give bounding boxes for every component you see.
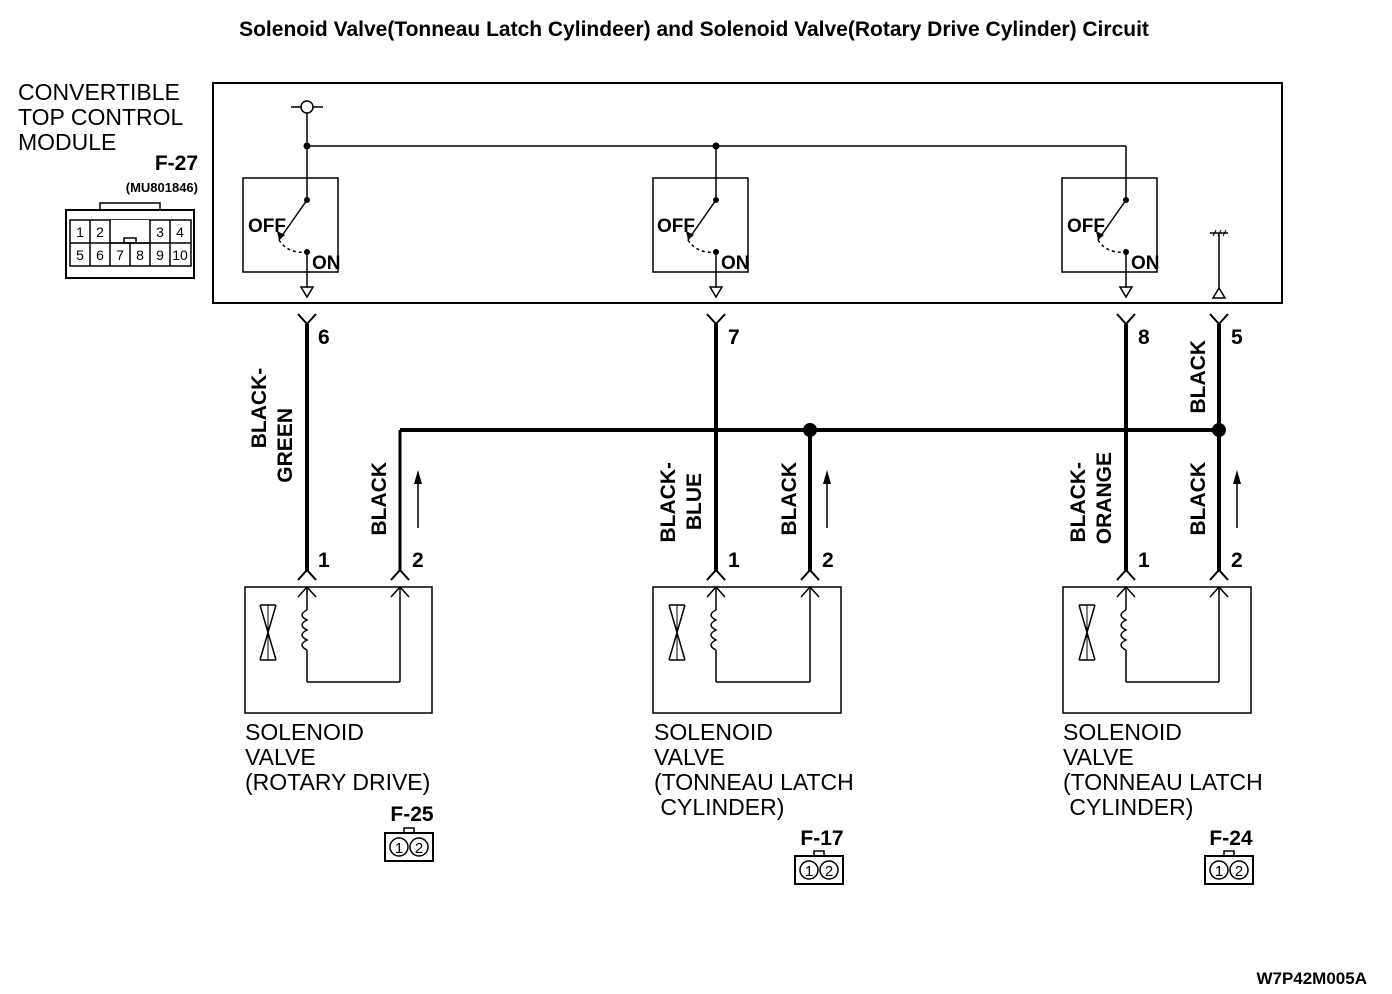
wire-label-black-1: BLACK xyxy=(368,462,391,536)
switch-1-on-label: ON xyxy=(312,253,341,274)
valve-2-pin-1: 1 xyxy=(728,549,740,572)
valve-3-label-line-2: VALVE xyxy=(1063,744,1134,770)
wire-label-black-ground: BLACK xyxy=(1187,340,1210,414)
wire-label-black-green-1: BLACK- xyxy=(248,368,271,448)
splice-point xyxy=(803,423,817,437)
module-part-number: (MU801846) xyxy=(126,180,198,195)
valve-3-label-line-3: (TONNEAU LATCH xyxy=(1063,769,1263,795)
wire-label-black-orange-2: ORANGE xyxy=(1093,452,1116,544)
internal-power-bus xyxy=(303,113,1127,197)
connector-f25: F-25 1 2 xyxy=(384,803,434,862)
f27-pin-2: 2 xyxy=(96,224,104,240)
f27-pin-10: 10 xyxy=(172,247,188,263)
module-connector-face: 1 2 3 4 5 6 7 8 9 10 xyxy=(65,202,195,279)
connector-f17: F-17 1 2 xyxy=(794,827,844,885)
wire-label-black-blue-2: BLUE xyxy=(683,473,706,530)
power-source-icon xyxy=(291,100,323,114)
switch-3-on-label: ON xyxy=(1131,253,1160,274)
switch-tonneau-latch-1: OFF ON xyxy=(652,177,750,299)
wire-label-black-green-2: GREEN xyxy=(274,408,297,483)
f27-pin-4: 4 xyxy=(176,224,184,240)
valve-pin-marks xyxy=(297,568,1229,598)
f27-pin-3: 3 xyxy=(156,224,164,240)
f25-pin-1: 1 xyxy=(395,840,403,857)
f27-pin-7: 7 xyxy=(116,247,124,263)
valve-1-symbol-icon xyxy=(259,604,277,661)
valve-3-label-line-4: CYLINDER) xyxy=(1063,794,1193,820)
valve-2-label-line-2: VALVE xyxy=(654,744,725,770)
valve-2-label-line-3: (TONNEAU LATCH xyxy=(654,769,854,795)
f27-pin-9: 9 xyxy=(156,247,164,263)
f24-pin-2: 2 xyxy=(1235,863,1243,880)
valve-1-label-line-1: SOLENOID xyxy=(245,719,364,745)
valve-3-pin-1: 1 xyxy=(1138,549,1150,572)
valve-2-label-line-1: SOLENOID xyxy=(654,719,773,745)
valve-pin-numbers: 1 2 1 2 1 2 xyxy=(318,549,1243,572)
connector-f24: F-24 1 2 xyxy=(1204,827,1254,885)
f27-pin-8: 8 xyxy=(136,247,144,263)
module-connector-id: F-27 xyxy=(155,152,198,175)
f27-pin-1: 1 xyxy=(76,224,84,240)
valve-2-label: SOLENOID VALVE (TONNEAU LATCH CYLINDER) xyxy=(654,719,854,820)
connector-f25-id: F-25 xyxy=(390,803,434,826)
valve-3-symbol-icon xyxy=(1078,604,1096,661)
module-label: CONVERTIBLE TOP CONTROL MODULE F-27 (MU8… xyxy=(18,79,198,195)
wire-label-black-3: BLACK xyxy=(1187,462,1210,536)
valve-1-label-line-3: (ROTARY DRIVE) xyxy=(245,769,430,795)
wire-label-black-blue-1: BLACK- xyxy=(657,462,680,542)
f17-pin-1: 1 xyxy=(805,863,813,880)
switch-1-off-label: OFF xyxy=(248,216,286,237)
wire-label-black-orange-1: BLACK- xyxy=(1067,462,1090,542)
valve-3-pin-2: 2 xyxy=(1231,549,1243,572)
f17-pin-2: 2 xyxy=(825,863,833,880)
solenoid-valve-rotary-drive xyxy=(244,586,433,714)
f24-pin-1: 1 xyxy=(1215,863,1223,880)
solenoid-valve-tonneau-latch-1 xyxy=(652,586,842,714)
solenoid-valve-tonneau-latch-2 xyxy=(1062,586,1252,714)
module-name-line-3: MODULE xyxy=(18,129,116,155)
module-enclosure xyxy=(212,82,1283,304)
module-pin-8: 8 xyxy=(1138,326,1150,349)
module-name-line-1: CONVERTIBLE xyxy=(18,79,180,105)
switch-tonneau-latch-2: OFF ON xyxy=(1061,177,1160,299)
wiring xyxy=(305,324,1226,572)
switch-2-on-label: ON xyxy=(721,253,750,274)
valve-1-label: SOLENOID VALVE (ROTARY DRIVE) xyxy=(245,719,430,795)
module-name-line-2: TOP CONTROL xyxy=(18,104,183,130)
f27-pin-5: 5 xyxy=(76,247,84,263)
figure-code: W7P42M005A xyxy=(1256,969,1367,988)
switch-rotary-drive: OFF ON xyxy=(242,177,341,299)
module-pin-7: 7 xyxy=(728,326,740,349)
connector-f24-id: F-24 xyxy=(1209,827,1253,850)
wire-labels: BLACK- GREEN BLACK BLACK- BLUE BLACK BLA… xyxy=(248,340,1210,544)
switch-3-off-label: OFF xyxy=(1067,216,1105,237)
valve-1-label-line-2: VALVE xyxy=(245,744,316,770)
module-pins: 6 7 8 5 xyxy=(297,313,1243,349)
splice-point xyxy=(1212,423,1226,437)
current-arrow-icons xyxy=(414,470,1241,528)
diagram-title: Solenoid Valve(Tonneau Latch Cylindeer) … xyxy=(239,18,1149,41)
valve-1-pin-2: 2 xyxy=(412,549,424,572)
wire-label-black-2: BLACK xyxy=(778,462,801,536)
valve-3-label: SOLENOID VALVE (TONNEAU LATCH CYLINDER) xyxy=(1063,719,1263,820)
internal-ground-icon xyxy=(1210,229,1228,299)
valve-2-symbol-icon xyxy=(668,604,686,661)
valve-1-pin-1: 1 xyxy=(318,549,330,572)
valve-2-pin-2: 2 xyxy=(822,549,834,572)
valve-3-label-line-1: SOLENOID xyxy=(1063,719,1182,745)
f27-pin-6: 6 xyxy=(96,247,104,263)
valve-2-label-line-4: CYLINDER) xyxy=(654,794,784,820)
f25-pin-2: 2 xyxy=(415,840,423,857)
switch-2-off-label: OFF xyxy=(657,216,695,237)
module-pin-5: 5 xyxy=(1231,326,1243,349)
module-pin-6: 6 xyxy=(318,326,330,349)
connector-f17-id: F-17 xyxy=(800,827,843,850)
